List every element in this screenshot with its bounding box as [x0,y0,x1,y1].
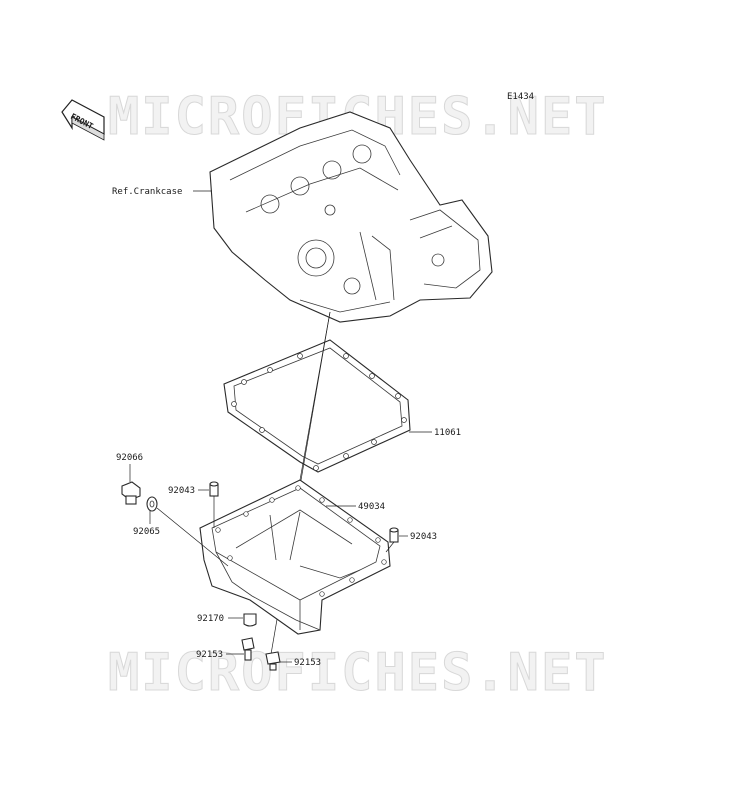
dowel-pin-right [389,527,399,543]
ref-crankcase-label: Ref.Crankcase [112,187,182,197]
part-92153-right-label: 92153 [294,658,321,668]
bolt-left [241,637,255,661]
part-92153-left-label: 92153 [196,650,223,660]
cap-part [243,613,257,627]
part-92043-left-label: 92043 [168,486,195,496]
part-92043-right-label: 92043 [410,532,437,542]
part-11061-label: 11061 [434,428,461,438]
watermark-bottom: MICROFICHES.NET [108,643,608,703]
oil-pan [199,479,391,635]
drain-bolt [121,481,141,505]
crankcase [209,111,493,323]
front-arrow-icon: FRONT [61,99,105,141]
part-92066-label: 92066 [116,453,143,463]
part-49034-label: 49034 [358,502,385,512]
dowel-pin-left [209,481,219,497]
drain-washer [146,496,158,512]
diagram-code: E1434 [507,92,534,102]
part-92170-label: 92170 [197,614,224,624]
part-92065-label: 92065 [133,527,160,537]
oil-pan-gasket [223,339,411,473]
